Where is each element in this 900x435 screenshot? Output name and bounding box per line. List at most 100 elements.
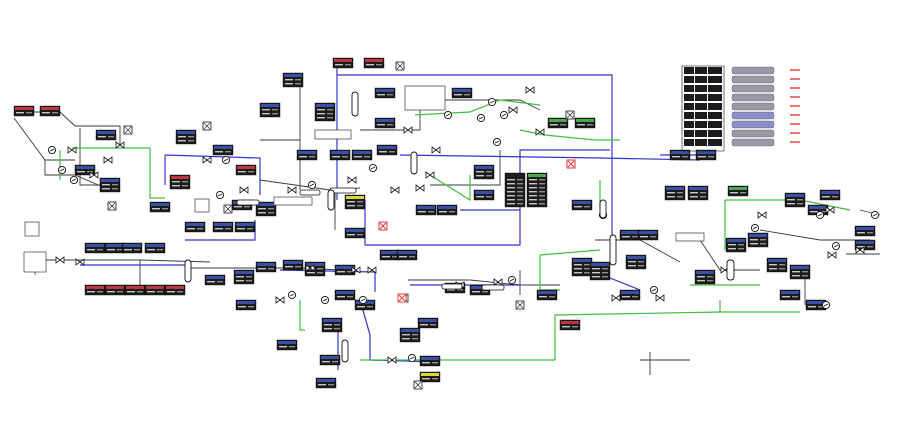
stream-label-block xyxy=(184,221,206,233)
block-header xyxy=(86,244,104,247)
stream-label-block xyxy=(619,289,641,301)
block-value xyxy=(832,196,838,198)
pump-icon xyxy=(443,110,453,120)
block-header xyxy=(856,241,874,244)
block-value xyxy=(238,171,246,173)
stream-line xyxy=(519,129,620,141)
block-header xyxy=(621,231,639,234)
valve-body xyxy=(415,184,425,192)
block-body xyxy=(314,102,336,122)
stream-label-block xyxy=(84,242,106,254)
valve-body xyxy=(275,296,285,304)
block-value xyxy=(134,249,140,251)
valve-body xyxy=(367,266,377,274)
stream-label-block xyxy=(419,355,441,367)
block-value xyxy=(167,291,175,293)
note-box xyxy=(404,85,446,111)
valve-icon xyxy=(75,258,85,266)
stream-label-block xyxy=(687,185,709,201)
block-value xyxy=(337,296,345,298)
block-header xyxy=(365,59,383,62)
valve-icon xyxy=(89,171,99,179)
stream-label-block xyxy=(332,57,354,69)
block-value xyxy=(420,324,428,326)
stream-label-block xyxy=(725,237,747,253)
block-value xyxy=(432,378,438,380)
block-value xyxy=(517,195,523,197)
block-value xyxy=(279,346,287,348)
block-value xyxy=(820,211,826,213)
block-value xyxy=(574,268,582,270)
block-body xyxy=(296,149,318,161)
block-value xyxy=(457,289,463,291)
stream-label-block xyxy=(204,274,226,286)
valve-icon xyxy=(493,278,503,286)
block-value xyxy=(738,248,744,250)
stream-label-block xyxy=(329,149,351,161)
block-value xyxy=(324,324,332,326)
block-value xyxy=(418,211,426,213)
block-value xyxy=(539,183,545,185)
block-value xyxy=(428,211,434,213)
block-value xyxy=(258,212,266,214)
pump-impeller xyxy=(833,244,839,248)
pump-impeller xyxy=(370,166,376,170)
block-value xyxy=(42,112,50,114)
block-body xyxy=(396,249,418,261)
summary-panel[interactable] xyxy=(681,65,800,152)
block-value xyxy=(347,296,353,298)
controller-mark xyxy=(124,126,132,134)
stream-label-block xyxy=(259,102,281,118)
note-box xyxy=(24,221,40,237)
block-header xyxy=(284,261,302,264)
block-value xyxy=(248,306,254,308)
block-value xyxy=(247,228,253,230)
block-header xyxy=(331,151,349,154)
block-value xyxy=(690,196,698,198)
block-value xyxy=(632,296,638,298)
block-header xyxy=(376,89,394,92)
block-value xyxy=(337,271,345,273)
valve-icon xyxy=(525,86,535,94)
block-value xyxy=(237,228,245,230)
stream-label-block xyxy=(84,284,106,296)
valve-body xyxy=(493,278,503,286)
stream-line xyxy=(299,300,305,331)
stream-line xyxy=(554,311,800,360)
column-icon xyxy=(184,259,192,283)
valve-icon xyxy=(202,156,212,164)
stream-label-block xyxy=(344,194,366,210)
pump-icon xyxy=(507,275,517,285)
pump-icon xyxy=(821,300,831,310)
block-value xyxy=(779,264,785,266)
stream-label-block xyxy=(13,105,35,117)
summary-tag xyxy=(684,85,694,92)
block-value xyxy=(857,232,865,234)
block-value xyxy=(342,156,348,158)
block-header xyxy=(378,146,396,149)
summary-tag xyxy=(684,103,694,110)
column-shell xyxy=(410,151,418,175)
block-value xyxy=(268,208,274,210)
block-header xyxy=(236,223,254,226)
block-header xyxy=(627,256,645,259)
exchanger-shell xyxy=(481,284,505,291)
block-body xyxy=(559,319,581,331)
block-value xyxy=(507,203,515,205)
block-value xyxy=(562,326,570,328)
column-icon xyxy=(341,339,349,363)
block-value xyxy=(97,291,103,293)
block-body xyxy=(451,87,473,99)
block-value xyxy=(677,196,683,198)
block-body xyxy=(235,164,257,176)
block-value xyxy=(258,208,266,210)
block-body xyxy=(332,57,354,69)
heat-exchanger-icon xyxy=(481,284,505,291)
block-value xyxy=(802,271,808,273)
valve-body xyxy=(202,156,212,164)
block-header xyxy=(639,231,657,234)
block-header xyxy=(186,223,204,226)
controller-icon xyxy=(515,300,525,310)
